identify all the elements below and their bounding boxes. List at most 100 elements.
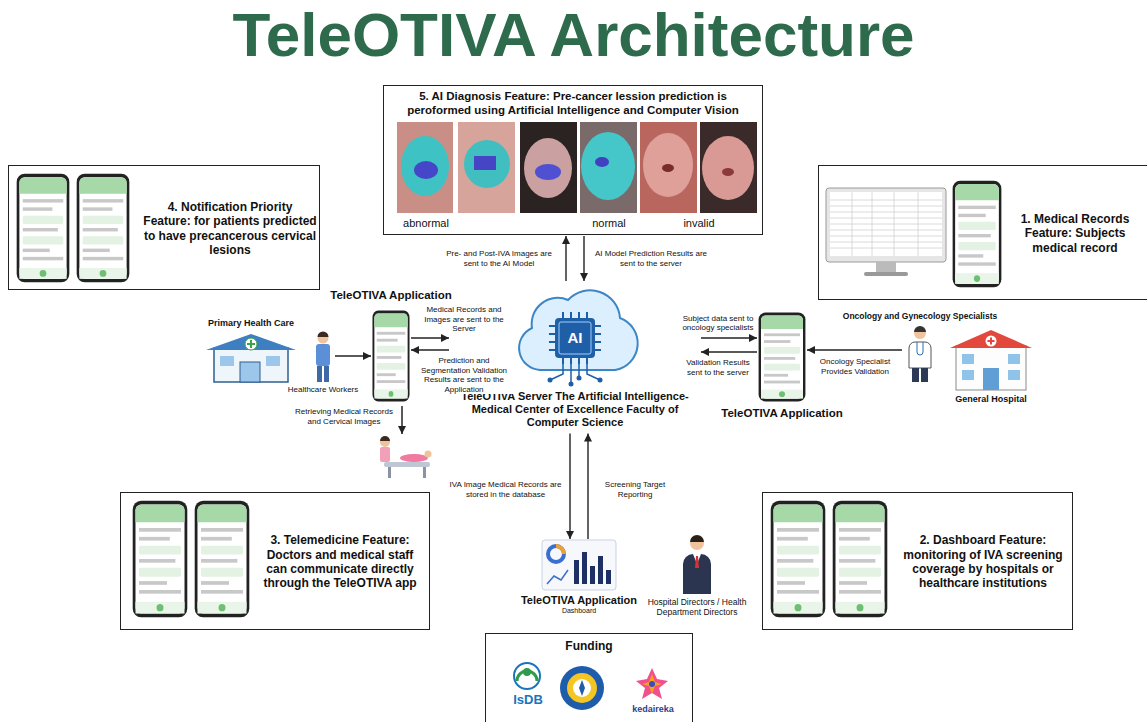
director-node: Hospital Directors / Health Department D… — [680, 536, 714, 594]
cloud-server — [519, 290, 638, 370]
cloud-server — [555, 318, 595, 358]
phone-illustration — [17, 174, 1002, 618]
connector-arrow — [411, 349, 449, 350]
director-figure — [690, 536, 704, 550]
cloud-server — [577, 376, 582, 381]
note-label: Retrieving Medical Records and Cervical … — [294, 407, 394, 426]
connector-arrow — [565, 236, 566, 281]
cervix-images — [702, 136, 754, 200]
edge-label: Screening Target Reporting — [595, 480, 675, 499]
funding-logos — [523, 668, 531, 676]
examination-illustration — [384, 462, 430, 467]
examination-illustration — [425, 451, 432, 458]
health-care-building — [247, 340, 255, 348]
connector-arrow — [569, 434, 570, 539]
connector-arrow — [701, 337, 757, 338]
examination-illustration — [380, 436, 432, 478]
edge-label: Pre- and Post-IVA Images are sent to the… — [439, 249, 559, 268]
logo-text: kedaireka — [621, 704, 685, 715]
funding-logos — [636, 668, 668, 699]
dashboard-node: TeleOTIVA ApplicationDashboard — [514, 540, 644, 619]
dashboard-chart — [548, 546, 564, 562]
cervix-images — [722, 168, 734, 176]
diagram-title: TeleOTIVA Architecture — [0, 4, 1147, 66]
retrieval-arrow — [401, 406, 403, 434]
place-label: Primary Health Care — [208, 318, 294, 329]
cervix-images — [464, 140, 510, 188]
dashboard-chart — [556, 546, 564, 554]
phone-illustration — [372, 311, 409, 402]
connector-arrow — [807, 349, 902, 350]
examination-illustration — [380, 437, 390, 447]
funding-logos — [579, 680, 585, 696]
app-node: TeleOTIVA Application — [372, 310, 410, 402]
funding-logos — [573, 679, 591, 697]
health-care-building — [206, 334, 296, 350]
health-worker-figure — [318, 333, 329, 344]
cervix-images — [662, 164, 674, 172]
health-worker-figure — [318, 332, 329, 338]
chip-label: AI — [555, 329, 595, 347]
cloud-server — [550, 364, 600, 384]
dashboard-chart — [606, 570, 611, 584]
hospital-building — [962, 370, 974, 380]
health-worker-figure — [317, 366, 322, 382]
doctor-figure — [921, 368, 928, 382]
phone-illustration — [833, 501, 888, 618]
edge-label: Oncology Specialist Provides Validation — [810, 357, 900, 376]
examination-illustration — [400, 454, 428, 462]
dashboard-chart — [547, 570, 568, 584]
health-care-building — [214, 348, 288, 382]
app-label: TeleOTIVA Application — [721, 407, 842, 421]
feature-box: 4. Notification Priority Feature: for pa… — [8, 165, 320, 290]
director-figure — [683, 554, 711, 594]
health-care-building — [220, 356, 234, 366]
image-caption: normal — [592, 217, 626, 230]
feature-box: 2. Dashboard Feature: monitoring of IVA … — [762, 492, 1073, 630]
dashboard-chart — [582, 552, 587, 584]
cervix-images — [640, 122, 697, 213]
feature-title: 2. Dashboard Feature: monitoring of IVA … — [897, 533, 1069, 591]
monitor-illustration — [826, 188, 946, 262]
feature-title: 4. Notification Priority Feature: for pa… — [143, 200, 317, 258]
place-label: General Hospital — [955, 394, 1027, 405]
monitor-illustration — [830, 192, 942, 256]
cervix-images — [458, 122, 515, 213]
phone-illustration — [17, 174, 70, 283]
funding-logos — [649, 681, 655, 687]
phone-illustration — [771, 501, 826, 618]
dashboard-chart — [542, 540, 616, 590]
cloud-server — [598, 378, 603, 383]
connector-arrow — [587, 434, 588, 539]
monitor-illustration — [864, 272, 908, 276]
edge-label: Validation Results sent to the server — [679, 358, 757, 377]
person-label: Oncology and Gynecology Specialists — [843, 311, 997, 321]
hospital-node: General Hospital — [948, 324, 1034, 390]
director-figure — [695, 556, 699, 568]
feature-title: 1. Medical Records Feature: Subjects med… — [1007, 212, 1143, 255]
health-worker-figure — [316, 332, 330, 383]
specialist-node: Oncology and Gynecology Specialists — [903, 326, 937, 382]
doctor-figure — [914, 326, 926, 332]
examination-illustration — [423, 467, 426, 478]
cervix-images — [474, 156, 496, 170]
cervix-images — [414, 161, 438, 179]
app-label: TeleOTIVA Application — [330, 289, 451, 303]
cervix-images — [700, 122, 757, 213]
health-worker-figure — [316, 344, 330, 366]
cervix-images — [643, 133, 693, 197]
funding-title: Funding — [486, 639, 692, 653]
funding-box: FundingIsDBkedaireka — [485, 633, 693, 722]
health-care-building — [266, 356, 280, 366]
hospital-building — [983, 368, 999, 390]
monitor-illustration — [830, 192, 942, 256]
phone-illustration — [953, 181, 1002, 288]
dashboard-chart — [574, 560, 579, 584]
person-label: Healthcare Workers — [288, 385, 359, 395]
director-figure — [690, 535, 704, 542]
health-worker-node: Healthcare Workers — [312, 332, 334, 382]
cervix-images — [524, 138, 572, 198]
app-sublabel: Dashboard — [514, 607, 644, 615]
cloud-server — [549, 312, 601, 364]
